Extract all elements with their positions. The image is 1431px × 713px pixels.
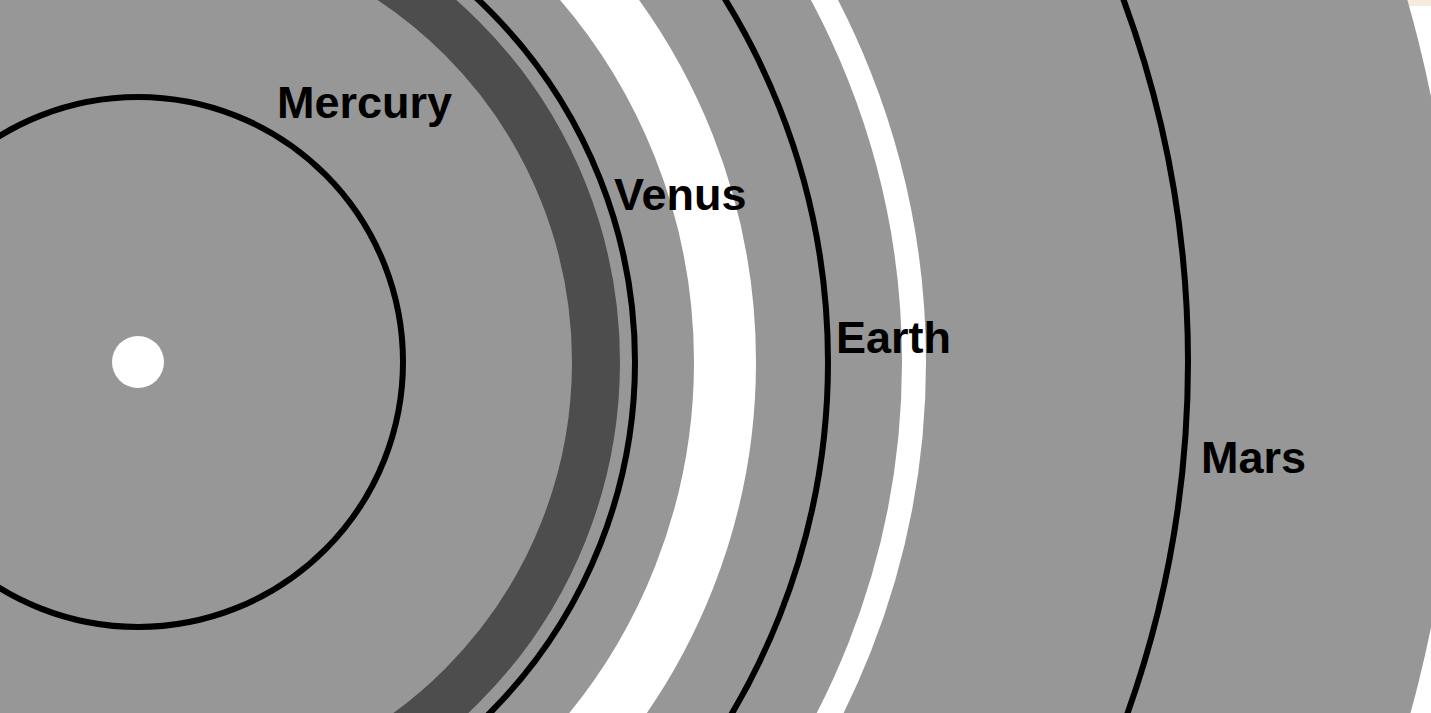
- white-band: [0, 0, 725, 713]
- mars-orbit: [0, 0, 1188, 713]
- dark-band: [0, 0, 596, 713]
- earth-orbit: [0, 0, 828, 713]
- white-band: [0, 0, 914, 713]
- venus-orbit: [0, 0, 635, 713]
- planet-label: Earth: [836, 315, 951, 360]
- planet-label: Mercury: [277, 80, 452, 125]
- planet-label: Venus: [614, 172, 747, 217]
- sun: [112, 336, 164, 388]
- mercury-orbit: [0, 97, 403, 627]
- planet-label: Mars: [1201, 435, 1306, 480]
